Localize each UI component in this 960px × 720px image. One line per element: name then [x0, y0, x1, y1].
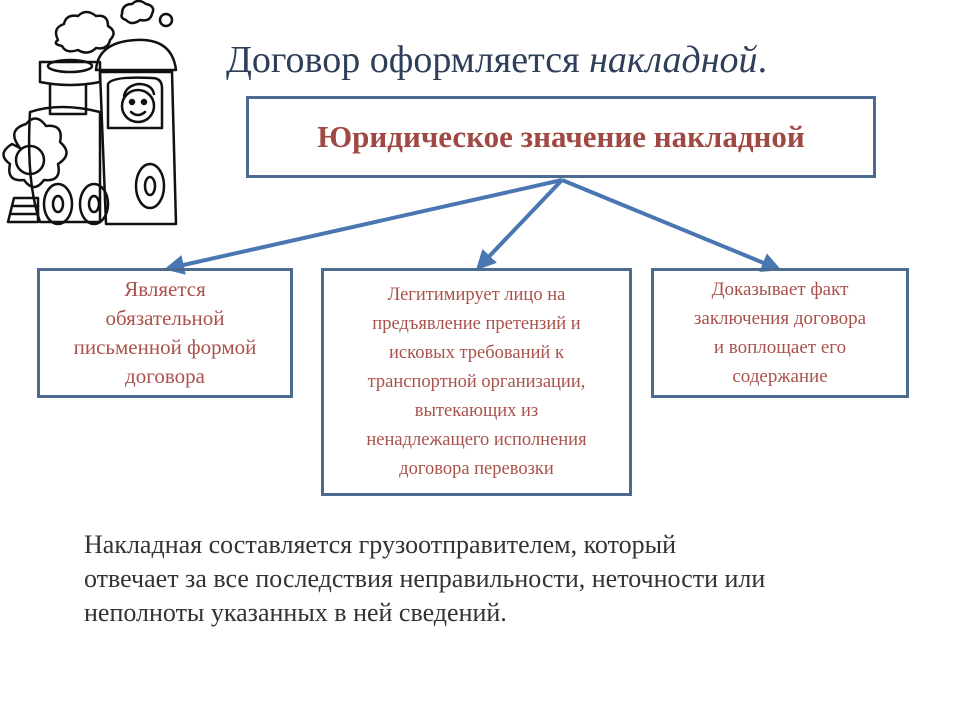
box-line: обязательной [105, 306, 225, 330]
box-line: содержание [732, 366, 828, 387]
train-drawing-icon [2, 0, 178, 226]
box-text: Легитимирует лицо на предъявление претен… [366, 281, 586, 484]
paragraph-line: неполноты указанных в ней сведений. [84, 598, 507, 627]
title-emphasis: накладной [589, 39, 758, 81]
main-concept-label: Юридическое значение накладной [317, 119, 805, 154]
slide-title: Договор оформляется накладной. [226, 38, 767, 82]
legal-meaning-box-written-form: Является обязательной письменной формой … [37, 268, 293, 398]
box-line: и воплощает его [713, 337, 847, 358]
bottom-paragraph: Накладная составляется грузоотправителем… [84, 528, 944, 630]
box-line: предъявление претензий и [372, 313, 581, 334]
box-line: транспортной организации, [367, 371, 586, 392]
arrow-to-left-box [164, 178, 563, 275]
legal-meaning-box-proof: Доказывает факт заключения договора и во… [651, 268, 909, 398]
box-line: письменной формой [73, 335, 257, 359]
box-text: Доказывает факт заключения договора и во… [694, 275, 866, 391]
box-line: Доказывает факт [711, 279, 849, 300]
box-line: вытекающих из [414, 400, 539, 421]
box-line: заключения договора [693, 308, 867, 329]
box-line: Является [124, 277, 206, 301]
arrow-to-middle-box [475, 178, 564, 271]
title-end: . [757, 39, 768, 81]
title-plain: Договор оформляется [226, 39, 590, 81]
box-line: договора [125, 364, 205, 388]
main-concept-box: Юридическое значение накладной [246, 96, 876, 178]
box-line: Легитимирует лицо на [387, 284, 566, 305]
box-line: договора перевозки [399, 458, 554, 479]
box-line: ненадлежащего исполнения [366, 429, 587, 450]
box-line: исковых требований к [389, 342, 564, 363]
box-text: Является обязательной письменной формой … [74, 275, 257, 391]
paragraph-line: отвечает за все последствия неправильнос… [84, 564, 766, 593]
legal-meaning-box-claims: Легитимирует лицо на предъявление претен… [321, 268, 632, 496]
arrow-to-right-box [561, 178, 782, 272]
paragraph-line: Накладная составляется грузоотправителем… [84, 530, 676, 559]
